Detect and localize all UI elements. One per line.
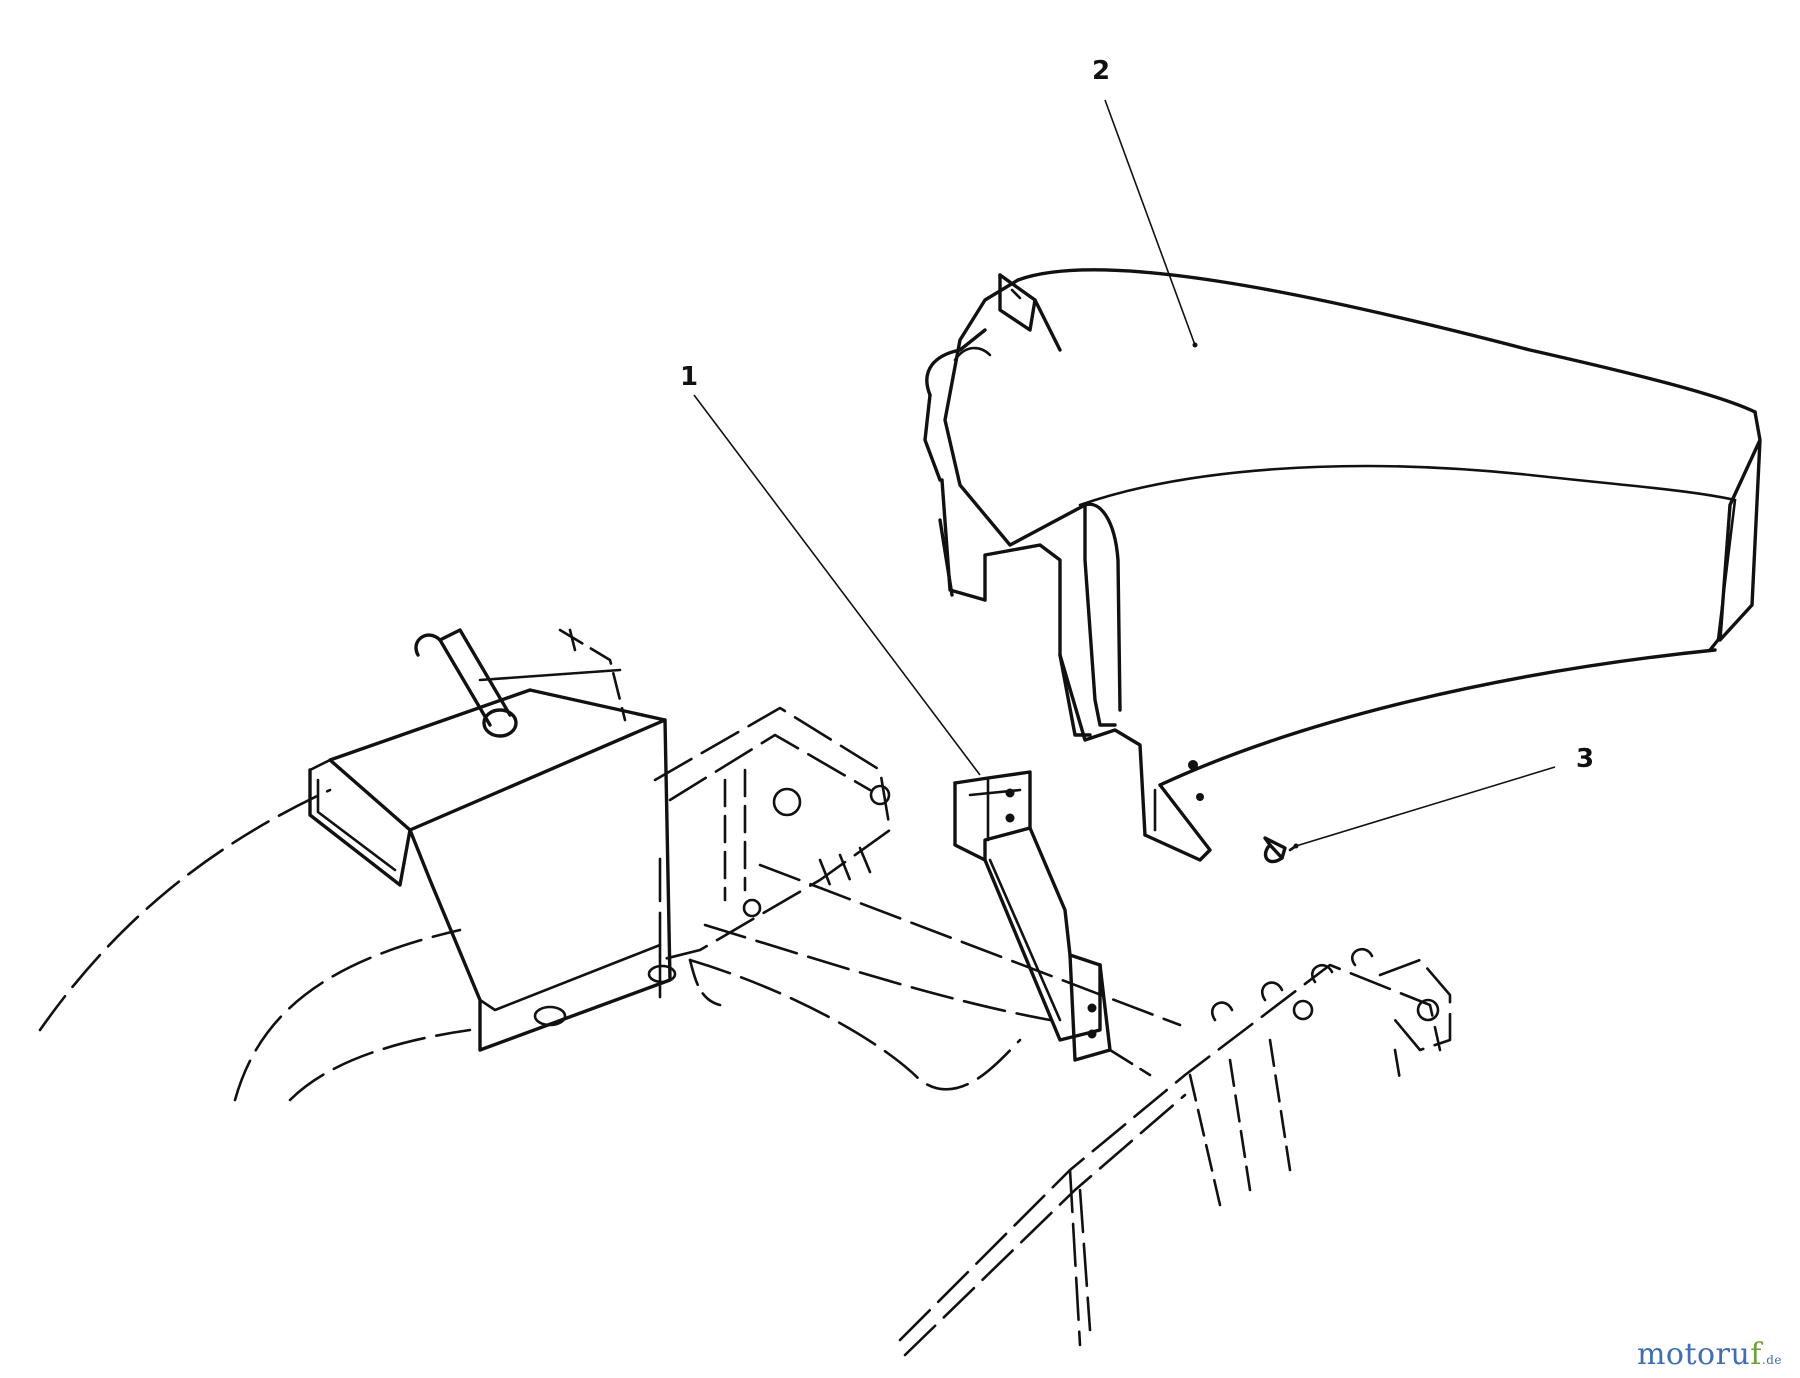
- mower-deck: [38, 788, 1182, 1102]
- watermark-main: motoru: [1636, 1337, 1751, 1372]
- leader-line-1: [693, 394, 981, 776]
- leader-line-2: [1104, 99, 1196, 346]
- handle: [898, 947, 1452, 1357]
- watermark-tld: .de: [1761, 1353, 1782, 1367]
- leader-line-3: [1295, 766, 1556, 847]
- leader-lines: [693, 99, 1556, 849]
- callout-2: 2: [1092, 56, 1111, 86]
- callout-3: 3: [1576, 744, 1595, 774]
- bracket: [953, 770, 1152, 1077]
- deck-mount-plate: [653, 706, 892, 962]
- watermark-logo: motoruf.de: [1637, 1340, 1782, 1370]
- callout-1: 1: [680, 362, 699, 392]
- chute-door: [308, 628, 677, 1052]
- screw: [1263, 836, 1298, 864]
- watermark-accent: f: [1750, 1337, 1762, 1372]
- discharge-chute: [923, 268, 1762, 862]
